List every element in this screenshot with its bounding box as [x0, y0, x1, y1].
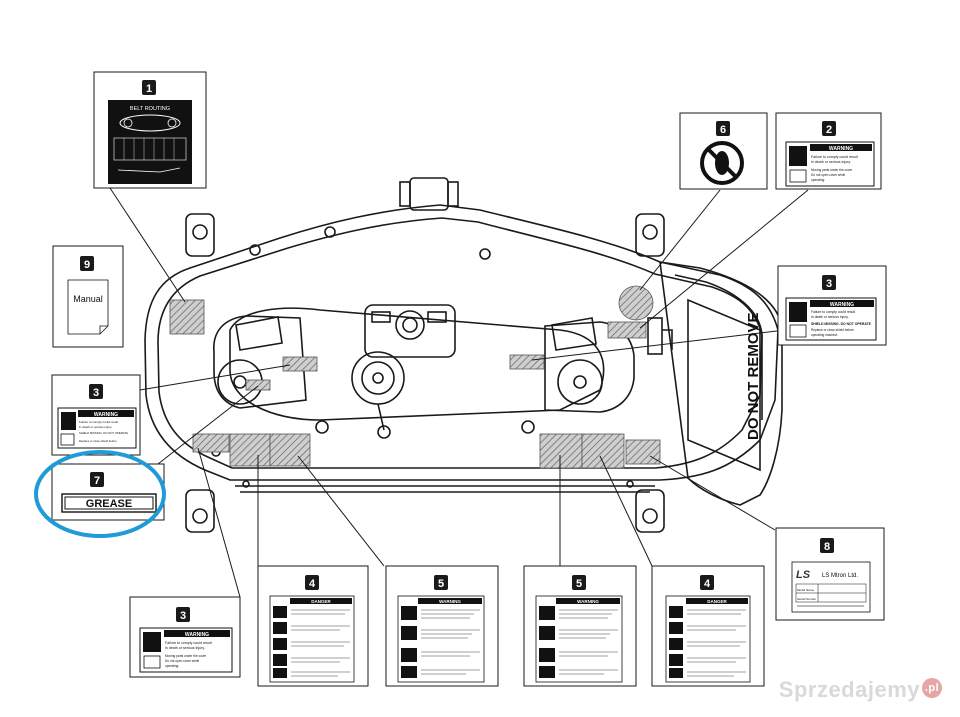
warning-text-3l-d: Replace or close shield before [79, 439, 117, 443]
callout-4-right-danger: 4 DANGER [651, 565, 765, 687]
serial-number-label: Serial Number [797, 597, 816, 601]
ls-company-name: LS Mtron Ltd. [822, 573, 858, 579]
warning-text-3b-d: Do not open cover while [165, 659, 199, 663]
callout-number-5-right: 5 [576, 578, 582, 590]
decal-loc-7 [245, 379, 271, 391]
warning-label-2: WARNING [829, 146, 853, 152]
warning-text-2c: Moving parts under the cover [811, 168, 853, 172]
callout-number-3-bottom: 3 [180, 610, 186, 622]
model-name-label: Model Name [797, 588, 814, 592]
grease-label: GREASE [86, 498, 132, 510]
danger-label-4-left: DANGER [311, 599, 331, 604]
warning-label-5-right: WARNING [577, 599, 599, 604]
belt-routing-title: BELT ROUTING [130, 106, 170, 112]
ls-logo: LS [796, 569, 811, 581]
warning-text-3b-c: Moving parts under the cover [165, 654, 207, 658]
decal-loc-3-bottom [192, 433, 230, 453]
warning-text-3r-d: Replace or close shield before [811, 328, 854, 332]
callout-6-no-step: 6 [679, 112, 768, 190]
watermark-text: Sprzedajemy [778, 677, 920, 702]
highlight-circle [34, 450, 166, 538]
callout-number-2: 2 [826, 124, 832, 136]
warning-text-3b-e: operating. [165, 664, 179, 668]
decal-loc-3-left [282, 356, 318, 372]
decal-loc-2 [607, 321, 647, 339]
warning-text-3b-a: Failure to comply could result [165, 641, 212, 645]
warning-text-3l-a: Failure to comply could result [79, 420, 118, 424]
callout-number-4-left: 4 [309, 578, 316, 590]
warning-text-3l-b: in death or serious injury. [79, 425, 112, 429]
callout-number-7: 7 [94, 475, 100, 487]
manual-label: Manual [73, 294, 103, 304]
leader-lines [109, 187, 809, 598]
warning-text-2e: operating. [811, 178, 825, 182]
warning-text-3b-b: in death or serious injury. [165, 646, 205, 650]
decal-loc-1 [169, 299, 205, 335]
callout-number-1: 1 [146, 83, 152, 95]
warning-label-3-left: WARNING [94, 412, 118, 418]
callout-number-9: 9 [84, 259, 90, 271]
callout-9-manual: 9 Manual [52, 245, 124, 348]
mower-deck [144, 177, 783, 533]
warning-text-2b: in death or serious injury. [811, 160, 851, 164]
decal-loc-5-right [539, 433, 583, 469]
do-not-remove-text: DO NOT REMOVE [745, 312, 762, 440]
warning-label-5-left: WARNING [439, 599, 461, 604]
warning-text-3r-b: in death or serious injury. [811, 315, 849, 319]
watermark: Sprzedajemy.pl [779, 677, 942, 703]
callout-7-grease: 7 GREASE [51, 463, 165, 521]
callout-2-warning: 2 WARNING Failure to comply could result… [775, 112, 882, 190]
callout-number-6: 6 [720, 124, 726, 136]
decal-loc-8 [625, 439, 661, 465]
warning-label-3-right: WARNING [830, 302, 854, 308]
warning-text-3l-c: SHIELD MISSING. DO NOT OPERATE [79, 431, 128, 435]
decal-loc-3-right [509, 354, 545, 370]
decal-loc-6 [618, 285, 654, 321]
callout-3-left-warning: 3 WARNING Failure to comply could result… [51, 374, 141, 456]
warning-text-2d: Do not open cover while [811, 173, 845, 177]
callout-8-id-plate: 8 LS LS Mtron Ltd. Model Name Serial Num… [775, 527, 885, 621]
warning-text-3r-a: Failure to comply could result [811, 310, 855, 314]
watermark-badge-icon: .pl [922, 678, 942, 698]
warning-text-3r-c: SHIELD MISSING. DO NOT OPERATE [811, 322, 872, 326]
no-step-icon [700, 141, 744, 185]
callout-4-left-danger: 4 DANGER [257, 565, 369, 687]
danger-label-4-right: DANGER [707, 599, 727, 604]
warning-label-3-bottom: WARNING [185, 632, 209, 638]
callout-3-bottom-warning: 3 WARNING Failure to comply could result… [129, 596, 241, 678]
callout-1-belt-routing: 1 BELT ROUTING [93, 71, 207, 189]
decal-loc-5-left [269, 433, 311, 467]
callout-number-4-right: 4 [704, 578, 711, 590]
callout-number-5-left: 5 [438, 578, 444, 590]
decal-locations [169, 285, 661, 469]
callout-5-left-warning: 5 WARNING [385, 565, 499, 687]
callout-number-3-right: 3 [826, 278, 832, 290]
warning-text-2a: Failure to comply could result [811, 155, 858, 159]
callout-3-right-warning: 3 WARNING Failure to comply could result… [777, 265, 887, 346]
callout-number-3-left: 3 [93, 387, 99, 399]
warning-text-3r-e: operating machine. [811, 333, 838, 337]
callout-5-right-warning: 5 WARNING [523, 565, 637, 687]
decal-loc-4-left [229, 433, 271, 467]
callout-number-8: 8 [824, 541, 830, 553]
